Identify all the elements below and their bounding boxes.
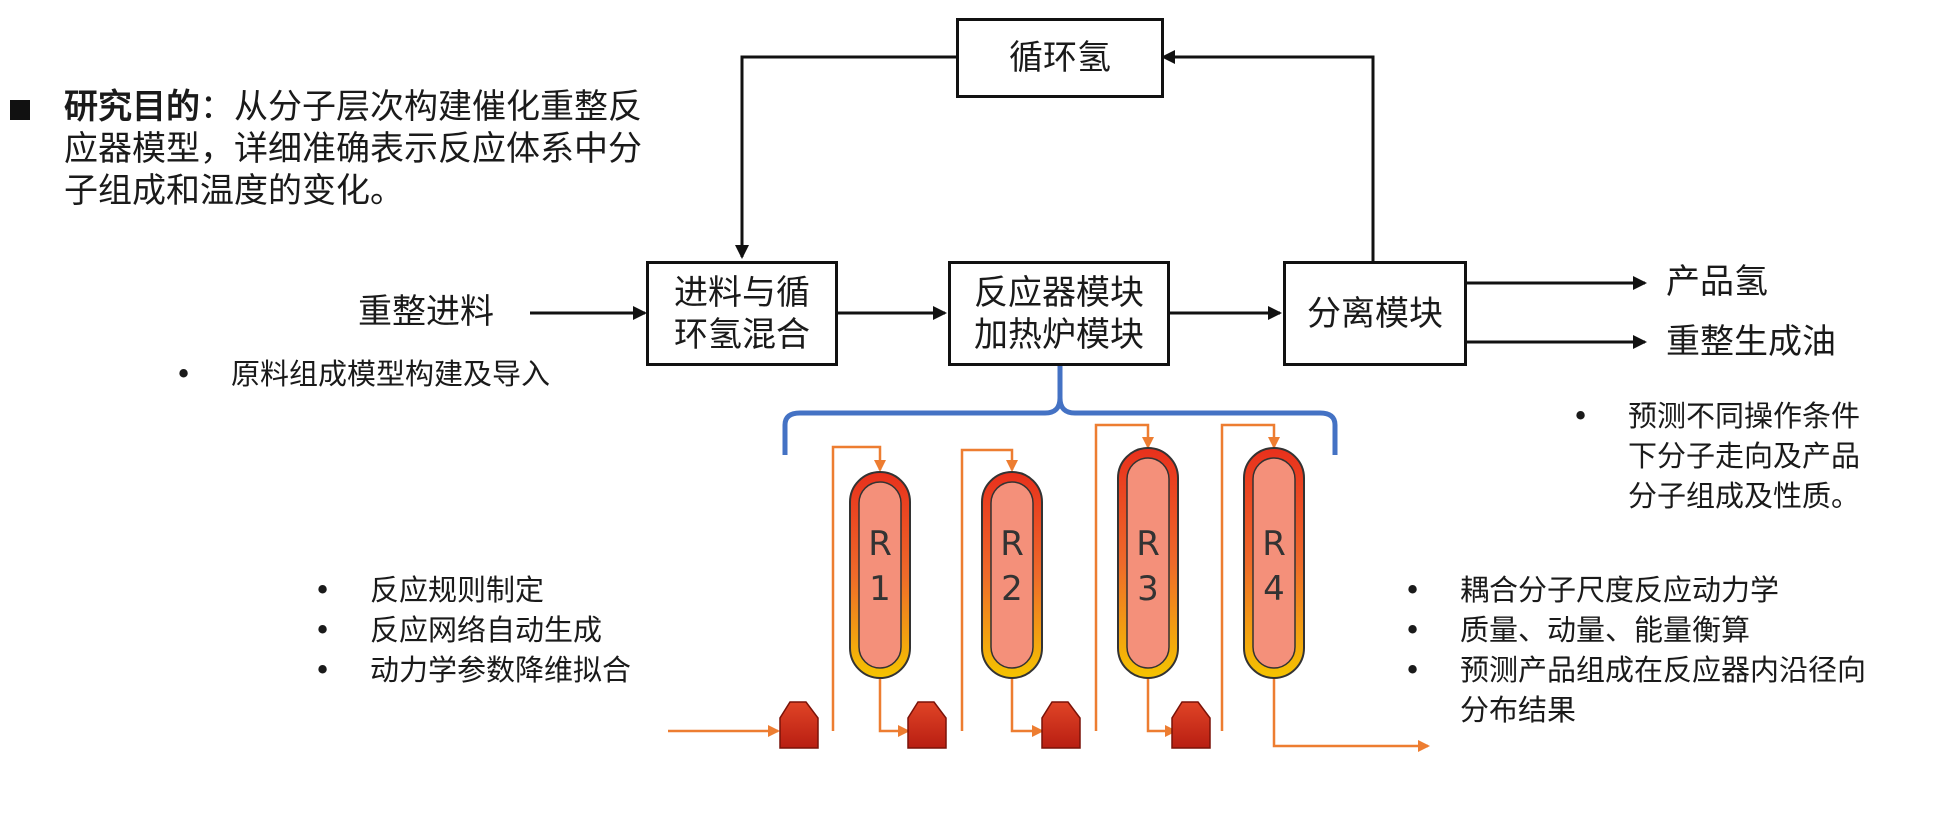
kinetics-bullets: •耦合分子尺度反应动力学 •质量、动量、能量衡算 •预测产品组成在反应器内沿径向… — [1404, 570, 1866, 730]
list-item: 下分子走向及产品 — [1628, 439, 1861, 473]
heater-icon-2 — [907, 701, 947, 749]
reactor-module-box: 反应器模块 加热炉模块 — [948, 261, 1170, 366]
pipe-outlet — [1272, 677, 1430, 752]
reactor-4-label-r: R — [1262, 524, 1286, 564]
list-item: •耦合分子尺度反应动力学 — [1404, 573, 1780, 607]
recycle-hydrogen-box: 循环氢 — [956, 18, 1164, 98]
heater-icon-4 — [1171, 701, 1211, 749]
prediction-bullets: •预测不同操作条件 下分子走向及产品 分子组成及性质。 — [1572, 396, 1860, 516]
reactor-4-label-num: 4 — [1263, 569, 1285, 609]
reformate-label: 重整生成油 — [1666, 322, 1836, 362]
list-item: •原料组成模型构建及导入 — [175, 357, 551, 391]
recycle-hydrogen-label: 循环氢 — [1009, 38, 1111, 78]
list-item: •预测不同操作条件 — [1572, 399, 1861, 433]
objective-line-3: 子组成和温度的变化。 — [64, 171, 404, 211]
reactor-module-line-1: 反应器模块 — [974, 272, 1144, 313]
list-item: •反应规则制定 — [314, 573, 545, 607]
feed-mix-line-2: 环氢混合 — [674, 314, 810, 355]
reactor-icon-2: R 2 — [981, 471, 1043, 679]
list-item: 分子组成及性质。 — [1628, 479, 1861, 513]
feed-mix-line-1: 进料与循 — [674, 272, 810, 313]
reactor-1-label-r: R — [868, 524, 892, 564]
pipe-h4-to-r4 — [1220, 423, 1280, 731]
heater-icon-3 — [1041, 701, 1081, 749]
pipe-h3-to-r3 — [1094, 423, 1154, 731]
pipe-r1-to-h2 — [878, 677, 910, 737]
feed-mix-box: 进料与循 环氢混合 — [646, 261, 838, 366]
reactor-1-label-num: 1 — [869, 569, 891, 609]
recycle-from-separator-arrow — [1161, 50, 1375, 262]
reactor-icon-1: R 1 — [849, 471, 911, 679]
reactor-icon-4: R 4 — [1243, 447, 1305, 679]
product-hydrogen-label: 产品氢 — [1666, 262, 1768, 302]
reactor-2-label-r: R — [1000, 524, 1024, 564]
objective-line-2: 应器模型，详细准确表示反应体系中分 — [64, 129, 642, 169]
objective-label: 研究目的 — [64, 87, 200, 127]
reaction-rules-bullets: •反应规则制定 •反应网络自动生成 •动力学参数降维拟合 — [314, 570, 631, 690]
reactor-icon-3: R 3 — [1117, 447, 1179, 679]
feed-label: 重整进料 — [358, 292, 494, 332]
pipe-h2-to-r2 — [960, 448, 1018, 731]
list-item: •动力学参数降维拟合 — [314, 653, 632, 687]
pipe-h1-to-r1 — [831, 445, 886, 731]
pipe-r2-to-h3 — [1010, 677, 1044, 737]
heater-icon-1 — [779, 701, 819, 749]
list-item: 分布结果 — [1460, 693, 1577, 727]
list-item: •反应网络自动生成 — [314, 613, 603, 647]
reactor-2-label-num: 2 — [1001, 569, 1023, 609]
separator-module-label: 分离模块 — [1307, 293, 1443, 334]
objective-line-1: ：从分子层次构建催化重整反 — [200, 87, 642, 127]
recycle-return-arrow — [735, 55, 958, 259]
separator-module-box: 分离模块 — [1283, 261, 1467, 366]
list-item: •预测产品组成在反应器内沿径向 — [1404, 653, 1867, 687]
feed-model-bullets: •原料组成模型构建及导入 — [175, 354, 550, 394]
reactor-3-label-num: 3 — [1137, 569, 1159, 609]
bullet-square-icon — [10, 100, 30, 120]
pipe-r3-to-h4 — [1146, 677, 1177, 737]
list-item: •质量、动量、能量衡算 — [1404, 613, 1751, 647]
reactor-module-line-2: 加热炉模块 — [974, 314, 1144, 355]
reactor-3-label-r: R — [1136, 524, 1160, 564]
